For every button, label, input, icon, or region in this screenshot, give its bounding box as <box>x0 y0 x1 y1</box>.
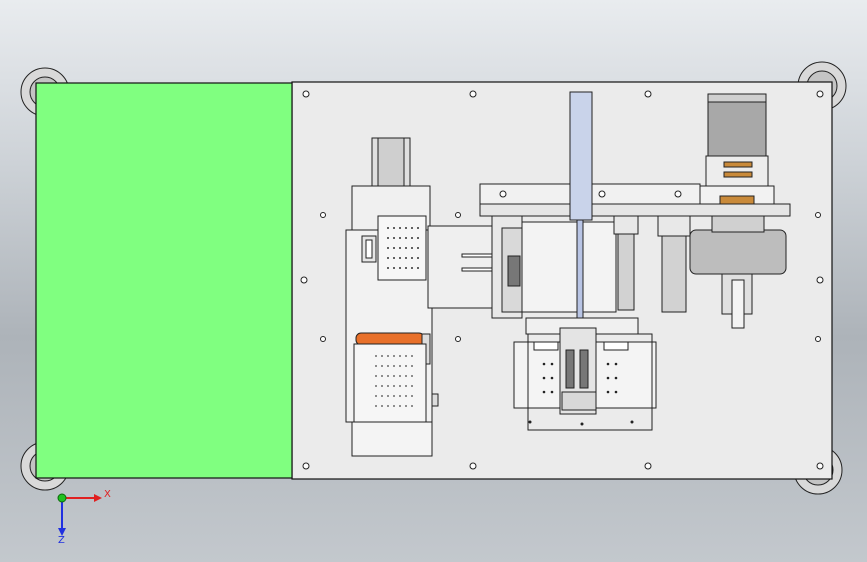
z-axis-label: Z <box>58 535 65 546</box>
feeder-module[interactable] <box>345 137 439 457</box>
pneumatic-cylinder[interactable] <box>613 215 639 311</box>
pneumatic-cylinder[interactable] <box>657 215 691 313</box>
selected-face[interactable] <box>35 82 293 479</box>
coordinate-triad: X Z <box>57 489 111 546</box>
horizontal-bracket[interactable] <box>427 213 617 319</box>
mounting-holes <box>300 90 824 470</box>
crimp-module[interactable] <box>513 317 657 431</box>
feed-roller[interactable] <box>355 332 425 346</box>
x-axis-label: X <box>104 489 111 500</box>
spindle-motor[interactable] <box>689 93 787 329</box>
